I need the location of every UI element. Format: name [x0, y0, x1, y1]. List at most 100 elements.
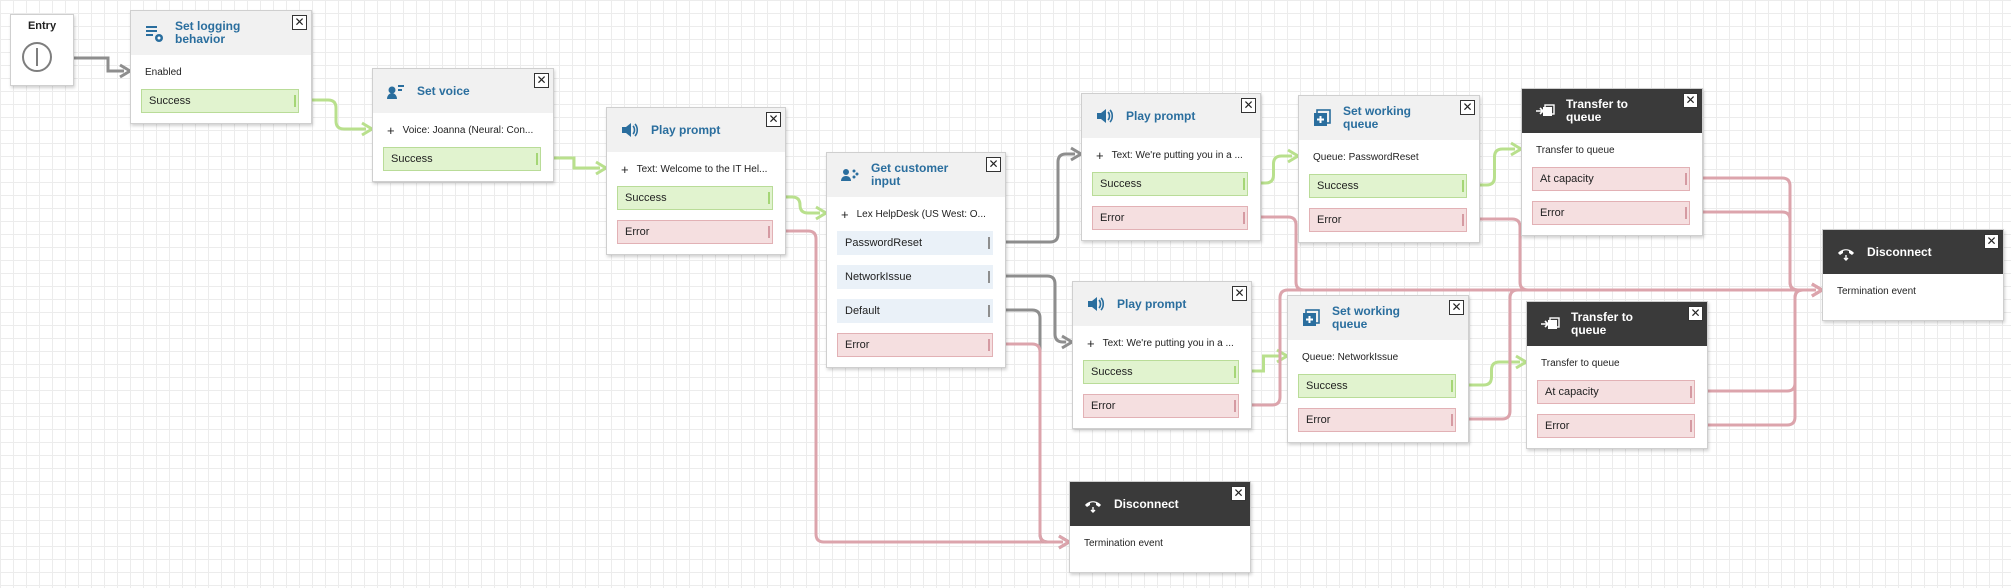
block-prompt2[interactable]: Play prompt✕+Text: We're putting you in …: [1081, 93, 1261, 241]
branch-error[interactable]: Error: [1309, 208, 1467, 232]
close-button[interactable]: ✕: [766, 112, 781, 127]
block-footer: [1823, 308, 2003, 320]
branch-success[interactable]: Success: [1298, 374, 1456, 398]
working-queue-icon: [1311, 107, 1333, 129]
branch-error[interactable]: Error: [617, 220, 773, 244]
branch-error[interactable]: Error: [1532, 201, 1690, 225]
block-parameter: Enabled: [131, 55, 311, 89]
branch-success[interactable]: Success: [1092, 172, 1248, 196]
branch-passwordreset[interactable]: PasswordReset: [837, 231, 993, 255]
block-header[interactable]: Play prompt✕: [1082, 94, 1260, 138]
block-header[interactable]: Transfer to queue ✕: [1522, 89, 1702, 133]
branch-label: Error: [1540, 207, 1565, 219]
close-button[interactable]: ✕: [1241, 98, 1256, 113]
block-title: Disconnect: [1867, 244, 1932, 259]
close-button[interactable]: ✕: [534, 73, 549, 88]
wire-prompt2-queue1: [1249, 154, 1292, 185]
expand-plus-icon[interactable]: +: [387, 122, 395, 138]
block-title: Play prompt: [1117, 296, 1187, 311]
branch-error[interactable]: Error: [1537, 414, 1695, 438]
block-disc2[interactable]: Disconnect✕Termination event: [1822, 229, 2004, 321]
speaker-icon: [1094, 105, 1116, 127]
block-prompt3[interactable]: Play prompt ✕ + Text: We're putting you in …: [1072, 281, 1252, 429]
close-button[interactable]: ✕: [1460, 100, 1475, 115]
branch-label: Error: [625, 226, 650, 238]
branch-label: Success: [1100, 178, 1142, 190]
block-header[interactable]: Set voice✕: [373, 69, 553, 113]
block-header[interactable]: Play prompt ✕: [1073, 282, 1251, 326]
block-header[interactable]: Transfer to queue ✕: [1527, 302, 1707, 346]
block-voice[interactable]: Set voice✕ + Voice: Joanna (Neural: Con...…: [372, 68, 554, 182]
block-title: Set logging behavior: [175, 19, 241, 46]
block-parameter: + Voice: Joanna (Neural: Con...: [373, 113, 553, 147]
close-button[interactable]: ✕: [1449, 300, 1464, 315]
parameter-text: Text: We're putting you in a ...: [1102, 337, 1234, 349]
branch-success[interactable]: Success: [383, 147, 541, 171]
block-header[interactable]: Set working queue✕: [1299, 96, 1479, 140]
parameter-text: Queue: NetworkIssue: [1302, 351, 1399, 363]
parameter-text: Voice: Joanna (Neural: Con...: [402, 124, 534, 136]
block-parameter: + Text: We're putting you in a ...: [1073, 326, 1251, 360]
close-button[interactable]: ✕: [1984, 234, 1999, 249]
block-parameter: Termination event: [1070, 526, 1250, 560]
branch-at-capacity[interactable]: At capacity: [1537, 380, 1695, 404]
branch-error[interactable]: Error: [837, 333, 993, 357]
block-input[interactable]: Get customer input✕ + Lex HelpDesk (US Wes…: [826, 152, 1006, 368]
branch-networkissue[interactable]: NetworkIssue: [837, 265, 993, 289]
branch-label: Success: [625, 192, 667, 204]
branch-label: At capacity: [1540, 173, 1594, 185]
block-disc1[interactable]: Disconnect✕Termination event: [1069, 481, 1251, 573]
block-prompt1[interactable]: Play prompt✕+Text: Welcome to the IT Hel…: [606, 107, 786, 255]
branch-label: PasswordReset: [845, 237, 923, 249]
branch-label: NetworkIssue: [845, 271, 912, 283]
entry-node-icon[interactable]: [22, 42, 52, 72]
branch-error[interactable]: Error: [1083, 394, 1239, 418]
block-header[interactable]: Disconnect ✕: [1823, 230, 2003, 274]
close-button[interactable]: ✕: [1231, 486, 1246, 501]
parameter-text: Transfer to queue: [1536, 144, 1615, 156]
branch-error[interactable]: Error: [1092, 206, 1248, 230]
working-queue-icon: [1300, 307, 1322, 329]
close-button[interactable]: ✕: [1688, 306, 1703, 321]
expand-plus-icon[interactable]: +: [1096, 147, 1104, 163]
block-header[interactable]: Get customer input✕: [827, 153, 1005, 197]
branch-label: Error: [845, 339, 870, 351]
block-title: Play prompt: [651, 122, 721, 137]
branch-error[interactable]: Error: [1298, 408, 1456, 432]
branch-label: Error: [1545, 420, 1570, 432]
disconnect-icon: [1835, 241, 1857, 263]
block-transfer1[interactable]: Transfer to queue ✕ Transfer to queue At ca…: [1521, 88, 1703, 236]
branch-label: Error: [1100, 212, 1125, 224]
close-button[interactable]: ✕: [1232, 286, 1247, 301]
block-parameter: Queue: NetworkIssue: [1288, 340, 1468, 374]
branch-at-capacity[interactable]: At capacity: [1532, 167, 1690, 191]
block-title: Set working queue: [1332, 304, 1401, 331]
block-header[interactable]: Play prompt ✕: [607, 108, 785, 152]
parameter-text: Transfer to queue: [1541, 357, 1620, 369]
close-button[interactable]: ✕: [292, 15, 307, 30]
block-title: Transfer to queue: [1566, 97, 1629, 124]
parameter-text: Lex HelpDesk (US West: O...: [856, 208, 986, 220]
branch-success[interactable]: Success: [141, 89, 299, 113]
block-title: Transfer to queue: [1571, 310, 1634, 337]
expand-plus-icon[interactable]: +: [621, 161, 629, 177]
block-header[interactable]: Disconnect✕: [1070, 482, 1250, 526]
block-header[interactable]: Set working queue ✕: [1288, 296, 1468, 340]
close-button[interactable]: ✕: [1683, 93, 1698, 108]
block-header[interactable]: Set logging behavior ✕: [131, 11, 311, 55]
wire-transfer2-error-disc2: [1696, 288, 1816, 427]
block-transfer2[interactable]: Transfer to queue ✕ Transfer to queue At ca…: [1526, 301, 1708, 449]
entry-point[interactable]: Entry: [10, 14, 74, 86]
wire-logging-voice: [300, 98, 366, 131]
branch-success[interactable]: Success: [1309, 174, 1467, 198]
expand-plus-icon[interactable]: +: [1087, 335, 1095, 351]
branch-success[interactable]: Success: [617, 186, 773, 210]
close-button[interactable]: ✕: [986, 157, 1001, 172]
branch-success[interactable]: Success: [1083, 360, 1239, 384]
branch-default[interactable]: Default: [837, 299, 993, 323]
expand-plus-icon[interactable]: +: [841, 206, 849, 222]
